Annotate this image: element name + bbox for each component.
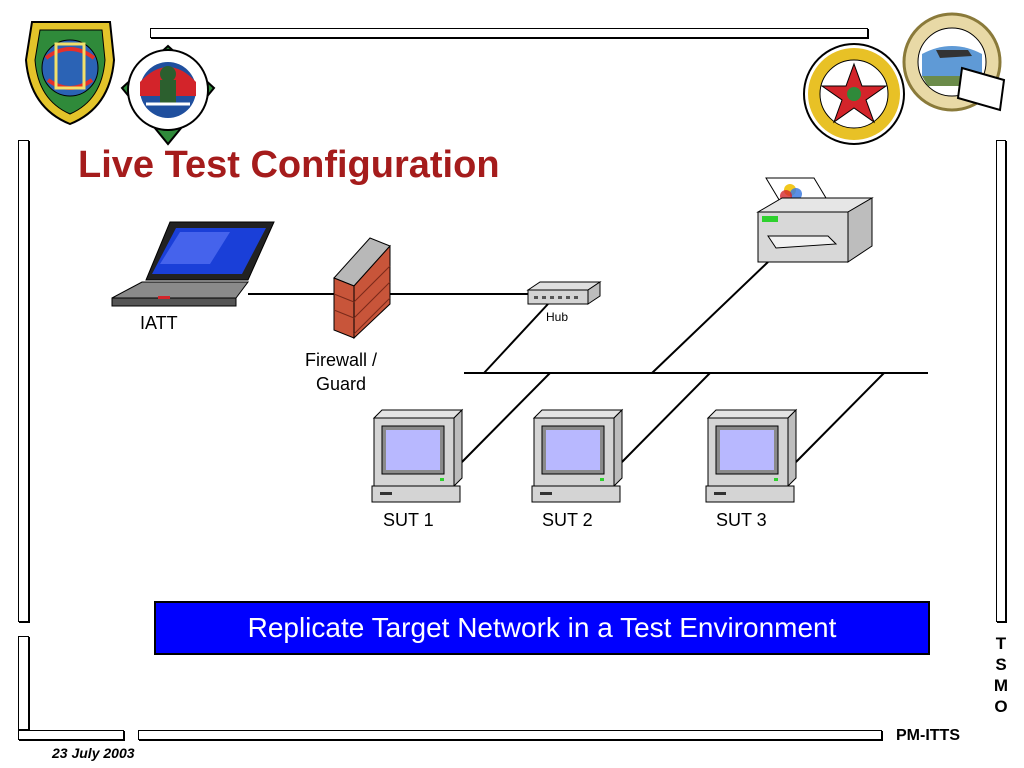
frame-left-bar-lower	[18, 636, 29, 730]
side-letter-t: T	[995, 634, 1007, 653]
sut2-computer-icon	[531, 408, 624, 503]
frame-left-bar-upper	[18, 140, 29, 622]
frame-bottom-bar	[138, 730, 882, 740]
sut2-label: SUT 2	[542, 510, 593, 530]
side-letters: T S M O	[988, 633, 1014, 717]
firewall-icon	[333, 237, 391, 340]
printer-icon	[756, 177, 874, 263]
sut1-computer-icon	[371, 408, 464, 503]
footer-date: 23 July 2003	[52, 745, 135, 761]
side-letter-s: S	[995, 655, 1007, 674]
frame-right-bar	[996, 140, 1006, 622]
pm-itts-seal	[902, 12, 1006, 112]
simulation-seal	[120, 44, 216, 146]
banner-text: Replicate Target Network in a Test Envir…	[154, 601, 930, 655]
threat-systems-seal	[803, 43, 905, 145]
sut1-label: SUT 1	[383, 510, 434, 530]
frame-bottom-bar-left	[18, 730, 124, 740]
sut3-computer-icon	[705, 408, 798, 503]
footer-org: PM-ITTS	[896, 727, 960, 744]
sut3-label: SUT 3	[716, 510, 767, 530]
frame-top-bar	[150, 28, 868, 38]
side-letter-m: M	[993, 676, 1009, 695]
iatt-laptop-icon	[111, 221, 275, 307]
iatt-label: IATT	[140, 313, 178, 333]
firewall-label: Firewall / Guard	[304, 350, 377, 394]
hub-icon	[526, 281, 602, 305]
side-letter-o: O	[994, 697, 1008, 716]
slide-title: Live Test Configuration	[78, 144, 500, 186]
arsenal-seal	[24, 21, 116, 126]
hub-label: Hub	[546, 310, 569, 324]
